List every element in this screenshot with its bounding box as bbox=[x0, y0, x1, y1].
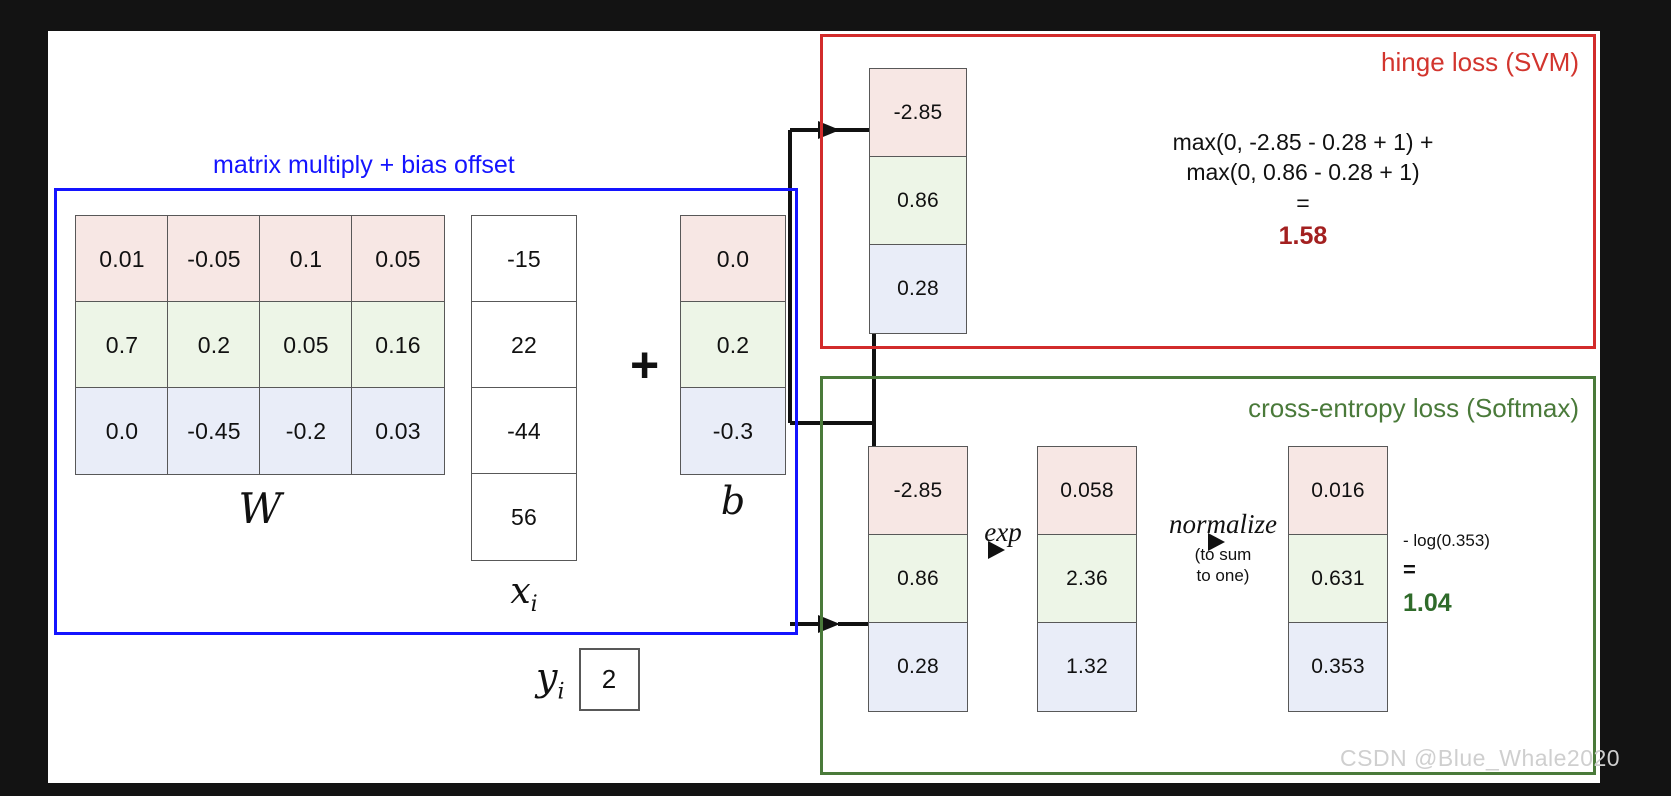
b-cell: -0.3 bbox=[680, 387, 786, 475]
w-cell: 0.0 bbox=[75, 387, 169, 475]
w-cell: 0.16 bbox=[351, 301, 445, 389]
bias-vector: 0.0 0.2 -0.3 bbox=[680, 215, 786, 475]
input-vector: -15 22 -44 56 bbox=[471, 215, 577, 561]
w-cell: 0.05 bbox=[259, 301, 353, 389]
hinge-loss-value: 1.58 bbox=[1278, 222, 1328, 251]
cross-entropy-loss-block: cross-entropy loss (Softmax) -2.85 0.86 … bbox=[820, 376, 1596, 775]
linear-block: 0.01 -0.05 0.1 0.05 0.7 0.2 0.05 0.16 0.… bbox=[54, 188, 798, 635]
hinge-score-vector: -2.85 0.86 0.28 bbox=[869, 68, 967, 334]
b-cell: 0.2 bbox=[680, 301, 786, 389]
linear-block-title: matrix multiply + bias offset bbox=[213, 151, 515, 179]
softmax-exp-cell: 0.058 bbox=[1037, 446, 1137, 536]
input-vector-label: xi bbox=[472, 571, 576, 617]
hinge-score-cell: 0.28 bbox=[869, 244, 967, 334]
w-cell: 0.2 bbox=[167, 301, 261, 389]
plus-operator: + bbox=[630, 337, 660, 393]
figure-canvas: matrix multiply + bias offset 0.01 -0.05… bbox=[48, 31, 1620, 783]
hinge-loss-title: hinge loss (SVM) bbox=[1381, 47, 1579, 77]
w-cell: 0.01 bbox=[75, 215, 169, 303]
true-label-group: yi 2 bbox=[536, 648, 640, 711]
true-label-value: 2 bbox=[578, 648, 640, 711]
hinge-loss-formula: max(0, -2.85 - 0.28 + 1) + max(0, 0.86 -… bbox=[1023, 127, 1583, 253]
y-subscript: i bbox=[557, 679, 565, 705]
hinge-formula-line-2: max(0, 0.86 - 0.28 + 1) bbox=[1186, 159, 1420, 186]
weight-matrix: 0.01 -0.05 0.1 0.05 0.7 0.2 0.05 0.16 0.… bbox=[75, 215, 445, 475]
softmax-equals-sign: = bbox=[1403, 557, 1416, 582]
hinge-score-cell: 0.86 bbox=[869, 156, 967, 246]
softmax-prob-cell: 0.016 bbox=[1288, 446, 1388, 536]
hinge-formula-line-1: max(0, -2.85 - 0.28 + 1) + bbox=[1172, 129, 1434, 155]
softmax-probability-vector: 0.016 0.631 0.353 bbox=[1288, 446, 1388, 712]
y-glyph: y bbox=[536, 654, 558, 699]
hinge-loss-block: hinge loss (SVM) -2.85 0.86 0.28 max(0, … bbox=[820, 34, 1596, 349]
x-subscript: i bbox=[530, 592, 538, 618]
w-cell: 0.1 bbox=[259, 215, 353, 303]
softmax-exp-cell: 2.36 bbox=[1037, 534, 1137, 624]
neg-log-expression: - log(0.353) bbox=[1403, 531, 1490, 550]
x-cell: 56 bbox=[471, 473, 577, 561]
w-cell: 0.05 bbox=[351, 215, 445, 303]
hinge-score-cell: -2.85 bbox=[869, 68, 967, 158]
exp-operation: exp bbox=[971, 517, 1035, 548]
softmax-score-cell: 0.86 bbox=[868, 534, 968, 624]
b-cell: 0.0 bbox=[680, 215, 786, 303]
x-cell: -15 bbox=[471, 215, 577, 303]
softmax-exp-cell: 1.32 bbox=[1037, 622, 1137, 712]
weight-matrix-label: W bbox=[238, 484, 282, 533]
softmax-score-cell: 0.28 bbox=[868, 622, 968, 712]
cross-entropy-computation: - log(0.353) = 1.04 bbox=[1403, 531, 1490, 618]
x-glyph: x bbox=[510, 571, 531, 612]
w-cell: -0.45 bbox=[167, 387, 261, 475]
w-cell: 0.7 bbox=[75, 301, 169, 389]
normalize-sub-line-2: to one) bbox=[1196, 566, 1250, 586]
softmax-score-cell: -2.85 bbox=[868, 446, 968, 536]
hinge-equals-sign: = bbox=[1296, 189, 1310, 216]
x-cell: -44 bbox=[471, 387, 577, 475]
normalize-operation: normalize (to sum to one) bbox=[1159, 509, 1287, 587]
w-cell: 0.03 bbox=[351, 387, 445, 475]
true-label-symbol: yi bbox=[536, 655, 565, 705]
bias-vector-label: b bbox=[720, 479, 746, 523]
softmax-exp-vector: 0.058 2.36 1.32 bbox=[1037, 446, 1137, 712]
w-cell: -0.2 bbox=[259, 387, 353, 475]
softmax-prob-cell: 0.631 bbox=[1288, 534, 1388, 624]
w-cell: -0.05 bbox=[167, 215, 261, 303]
cross-entropy-loss-value: 1.04 bbox=[1403, 589, 1452, 617]
softmax-score-vector: -2.85 0.86 0.28 bbox=[868, 446, 968, 712]
cross-entropy-loss-title: cross-entropy loss (Softmax) bbox=[1248, 393, 1579, 423]
watermark: CSDN @Blue_Whale2020 bbox=[1340, 745, 1621, 771]
softmax-prob-cell: 0.353 bbox=[1288, 622, 1388, 712]
x-cell: 22 bbox=[471, 301, 577, 389]
